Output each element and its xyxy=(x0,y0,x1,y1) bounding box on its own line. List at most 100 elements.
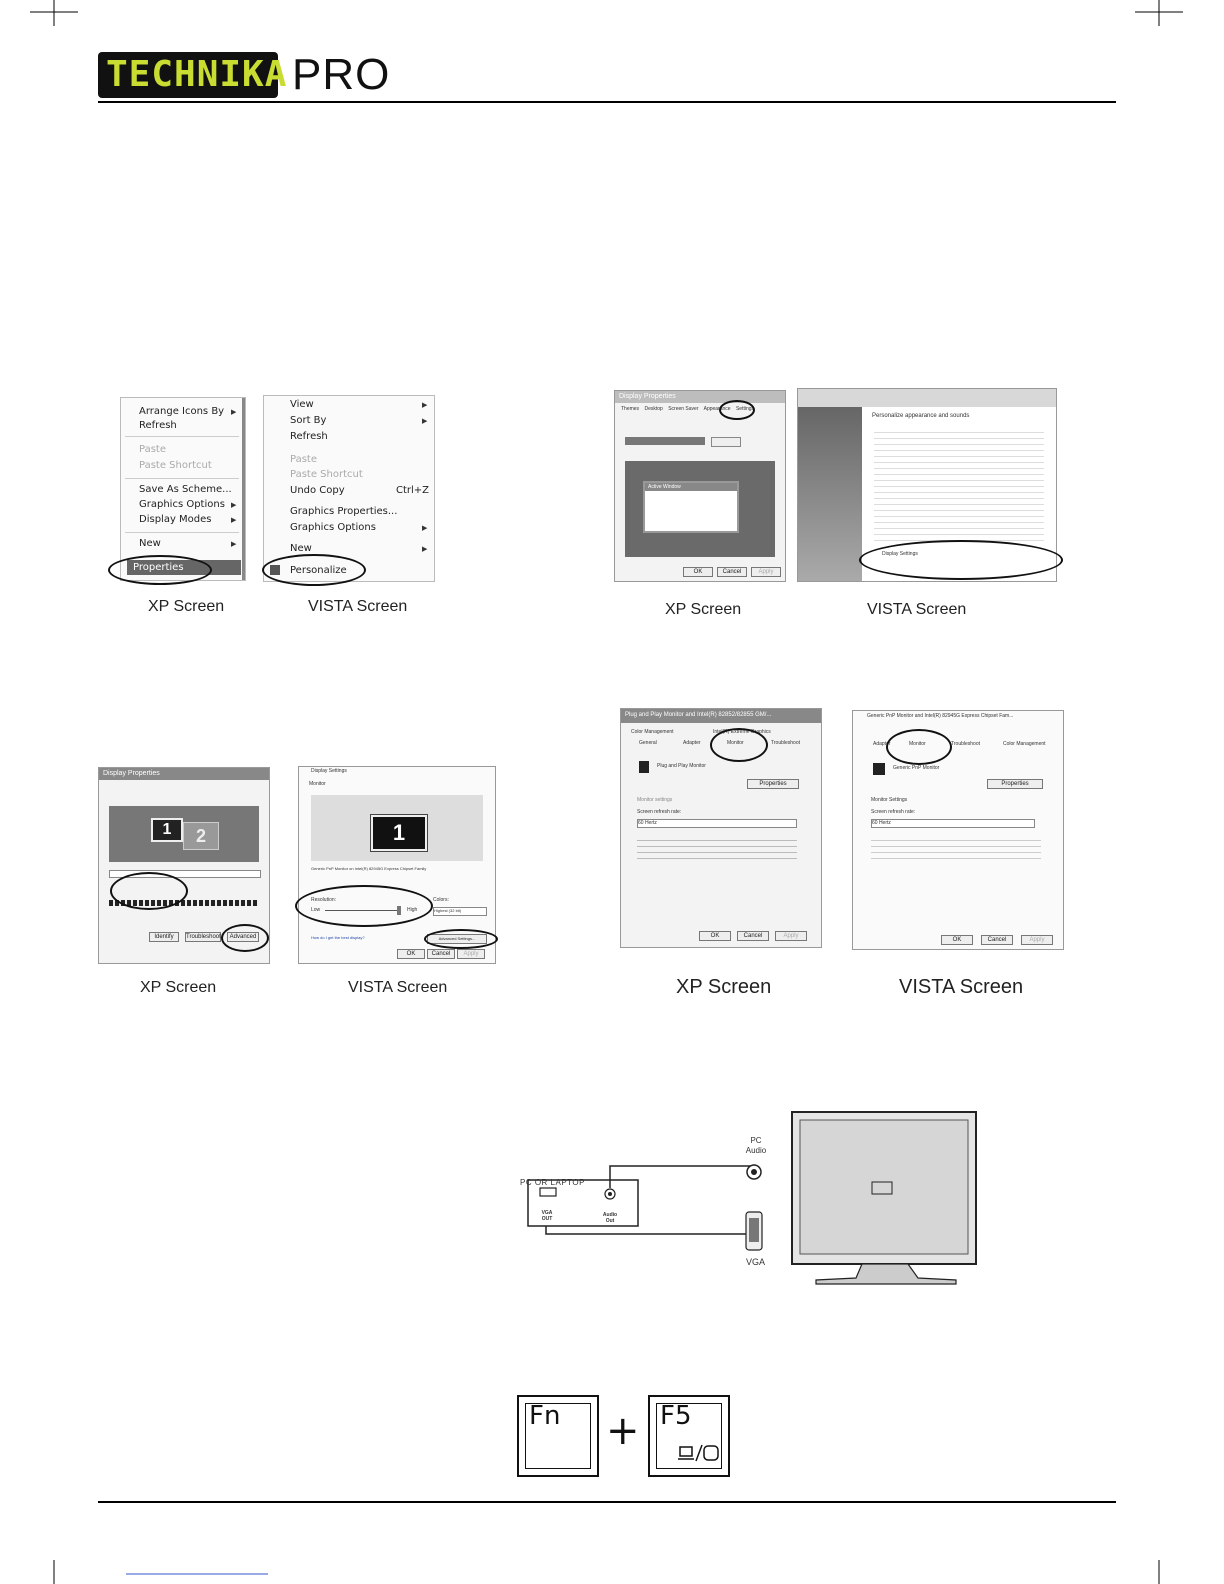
best-display-link[interactable]: How do I get the best display? xyxy=(311,935,365,940)
properties-button[interactable]: Properties xyxy=(987,779,1043,789)
tab-general[interactable]: General xyxy=(639,740,657,746)
vista-menu-new[interactable]: New xyxy=(290,543,312,554)
monitor-1[interactable]: 1 xyxy=(151,818,183,842)
f5-key: F5 xyxy=(648,1395,730,1477)
personalize-heading: Personalize appearance and sounds xyxy=(872,413,970,419)
audio-out-label: Audio Out xyxy=(602,1212,618,1224)
vista-menu-view[interactable]: View xyxy=(290,399,314,410)
identify-button[interactable]: Identify xyxy=(149,932,179,942)
xp-menu-arrange[interactable]: Arrange Icons By xyxy=(139,406,225,417)
tab-desktop[interactable]: Desktop xyxy=(644,406,663,412)
window-title: Display Properties xyxy=(99,768,269,780)
apply-button[interactable]: Apply xyxy=(775,931,807,941)
tab-themes[interactable]: Themes xyxy=(621,406,640,412)
apply-button[interactable]: Apply xyxy=(1021,935,1053,945)
cancel-button[interactable]: Cancel xyxy=(737,931,769,941)
properties-button[interactable]: Properties xyxy=(747,779,799,789)
ok-button[interactable]: OK xyxy=(699,931,731,941)
troubleshoot-button[interactable]: Troubleshoot xyxy=(185,932,221,942)
step1-xp-caption: XP Screen xyxy=(148,598,225,615)
monitor-arrangement: 1 2 xyxy=(109,806,259,862)
window-title: Plug and Play Monitor and Intel(R) 82852… xyxy=(621,709,821,723)
xp-menu-paste-shortcut: Paste Shortcut xyxy=(139,460,212,471)
vista-monitor-properties-window: Generic PnP Monitor and Intel(R) 82945G … xyxy=(852,710,1064,950)
tab-adapter[interactable]: Adapter xyxy=(683,740,701,746)
tab-troubleshoot[interactable]: Troubleshoot xyxy=(771,740,800,746)
monitor-2[interactable]: 2 xyxy=(183,822,219,850)
step1-vista-caption: VISTA Screen xyxy=(308,598,408,615)
step4-vista-caption: VISTA Screen xyxy=(899,976,1024,998)
vga-label: VGA xyxy=(746,1257,766,1267)
vga-cable xyxy=(545,1226,750,1235)
ok-button[interactable]: OK xyxy=(941,935,973,945)
colors-select[interactable]: Highest (32 bit) xyxy=(433,907,487,916)
vista-menu-undo-copy[interactable]: Undo Copy xyxy=(290,485,345,496)
vista-menu-graphics-options[interactable]: Graphics Options xyxy=(290,522,376,533)
apply-button[interactable]: Apply xyxy=(751,567,781,577)
cancel-button[interactable]: Cancel xyxy=(981,935,1013,945)
highlight-oval xyxy=(886,729,952,765)
monitor-icon xyxy=(639,761,649,773)
pc-to-tv-connection-diagram xyxy=(527,1111,977,1285)
logo-suffix-text: PRO xyxy=(292,50,391,99)
vista-menu-paste: Paste xyxy=(290,454,317,465)
audio-cable xyxy=(609,1165,752,1188)
logo-badge: TECHNIKA xyxy=(98,52,286,98)
refresh-rate-select[interactable]: 60 Hertz xyxy=(637,819,797,828)
monitor-icon xyxy=(873,763,885,775)
highlight-oval xyxy=(110,872,188,910)
monitor-laptop-toggle-icon xyxy=(678,1444,719,1462)
step2-vista-caption: VISTA Screen xyxy=(867,601,967,618)
highlight-oval xyxy=(108,555,212,585)
fn-key: Fn xyxy=(517,1395,599,1477)
sample-preview: Active Window xyxy=(625,461,775,557)
step2-xp-caption: XP Screen xyxy=(665,601,742,618)
vista-context-menu: View ▶ Sort By ▶ Refresh Paste Paste Sho… xyxy=(263,395,435,582)
vista-monitor-1[interactable]: 1 xyxy=(370,814,428,852)
tv-stand xyxy=(815,1263,957,1285)
xp-monitor-properties-window: Plug and Play Monitor and Intel(R) 82852… xyxy=(620,708,822,948)
monitor-name: Generic PnP Monitor on Intel(R) 82945G E… xyxy=(311,866,427,871)
xp-menu-save-scheme[interactable]: Save As Scheme... xyxy=(139,484,232,495)
xp-menu-new[interactable]: New xyxy=(139,538,161,549)
tab-color-management[interactable]: Color Management xyxy=(1003,741,1046,747)
ok-button[interactable]: OK xyxy=(683,567,713,577)
xp-display-properties-window: Display Properties Themes Desktop Screen… xyxy=(614,390,786,582)
xp-menu-graphics-options[interactable]: Graphics Options xyxy=(139,499,225,510)
highlight-oval xyxy=(295,885,433,927)
colors-label: Colors: xyxy=(433,897,449,903)
cancel-button[interactable]: Cancel xyxy=(427,949,455,959)
f5-key-label: F5 xyxy=(660,1401,692,1431)
ok-button[interactable]: OK xyxy=(397,949,425,959)
refresh-rate-label: Screen refresh rate: xyxy=(871,809,916,815)
tab-appearance[interactable]: Appearance xyxy=(703,406,731,412)
vista-menu-sort[interactable]: Sort By xyxy=(290,415,327,426)
vista-menu-graphics-properties[interactable]: Graphics Properties... xyxy=(290,506,398,517)
highlight-oval xyxy=(859,540,1063,580)
highlight-oval xyxy=(710,728,768,762)
step3-vista-caption: VISTA Screen xyxy=(348,979,448,996)
monitor-type: Generic PnP Monitor xyxy=(893,765,940,771)
xp-menu-refresh[interactable]: Refresh xyxy=(139,420,177,431)
vista-menu-undo-shortcut: Ctrl+Z xyxy=(396,485,430,496)
tab-troubleshoot[interactable]: Troubleshoot xyxy=(951,741,980,747)
vista-menu-refresh[interactable]: Refresh xyxy=(290,431,328,442)
tab-color-management[interactable]: Color Management xyxy=(631,729,674,735)
tab-screen-saver[interactable]: Screen Saver xyxy=(668,406,699,412)
tab-monitor[interactable]: Monitor xyxy=(309,781,326,787)
audio-out-port-icon xyxy=(604,1188,616,1200)
refresh-rate-label: Screen refresh rate: xyxy=(637,809,682,815)
xp-menu-paste: Paste xyxy=(139,444,166,455)
xp-context-menu: Arrange Icons By ▶ Refresh Paste Paste S… xyxy=(120,397,246,581)
vga-out-port-icon xyxy=(539,1187,557,1197)
highlight-oval xyxy=(262,554,366,586)
window-title: Display Settings xyxy=(311,768,347,774)
refresh-rate-select[interactable]: 60 Hertz xyxy=(871,819,1035,828)
tab-adapter[interactable]: Adapter xyxy=(873,741,891,747)
cancel-button[interactable]: Cancel xyxy=(717,567,747,577)
pc-audio-label: PC Audio xyxy=(745,1136,767,1155)
highlight-oval xyxy=(719,400,755,420)
apply-button[interactable]: Apply xyxy=(457,949,485,959)
xp-menu-display-modes[interactable]: Display Modes xyxy=(139,514,212,525)
